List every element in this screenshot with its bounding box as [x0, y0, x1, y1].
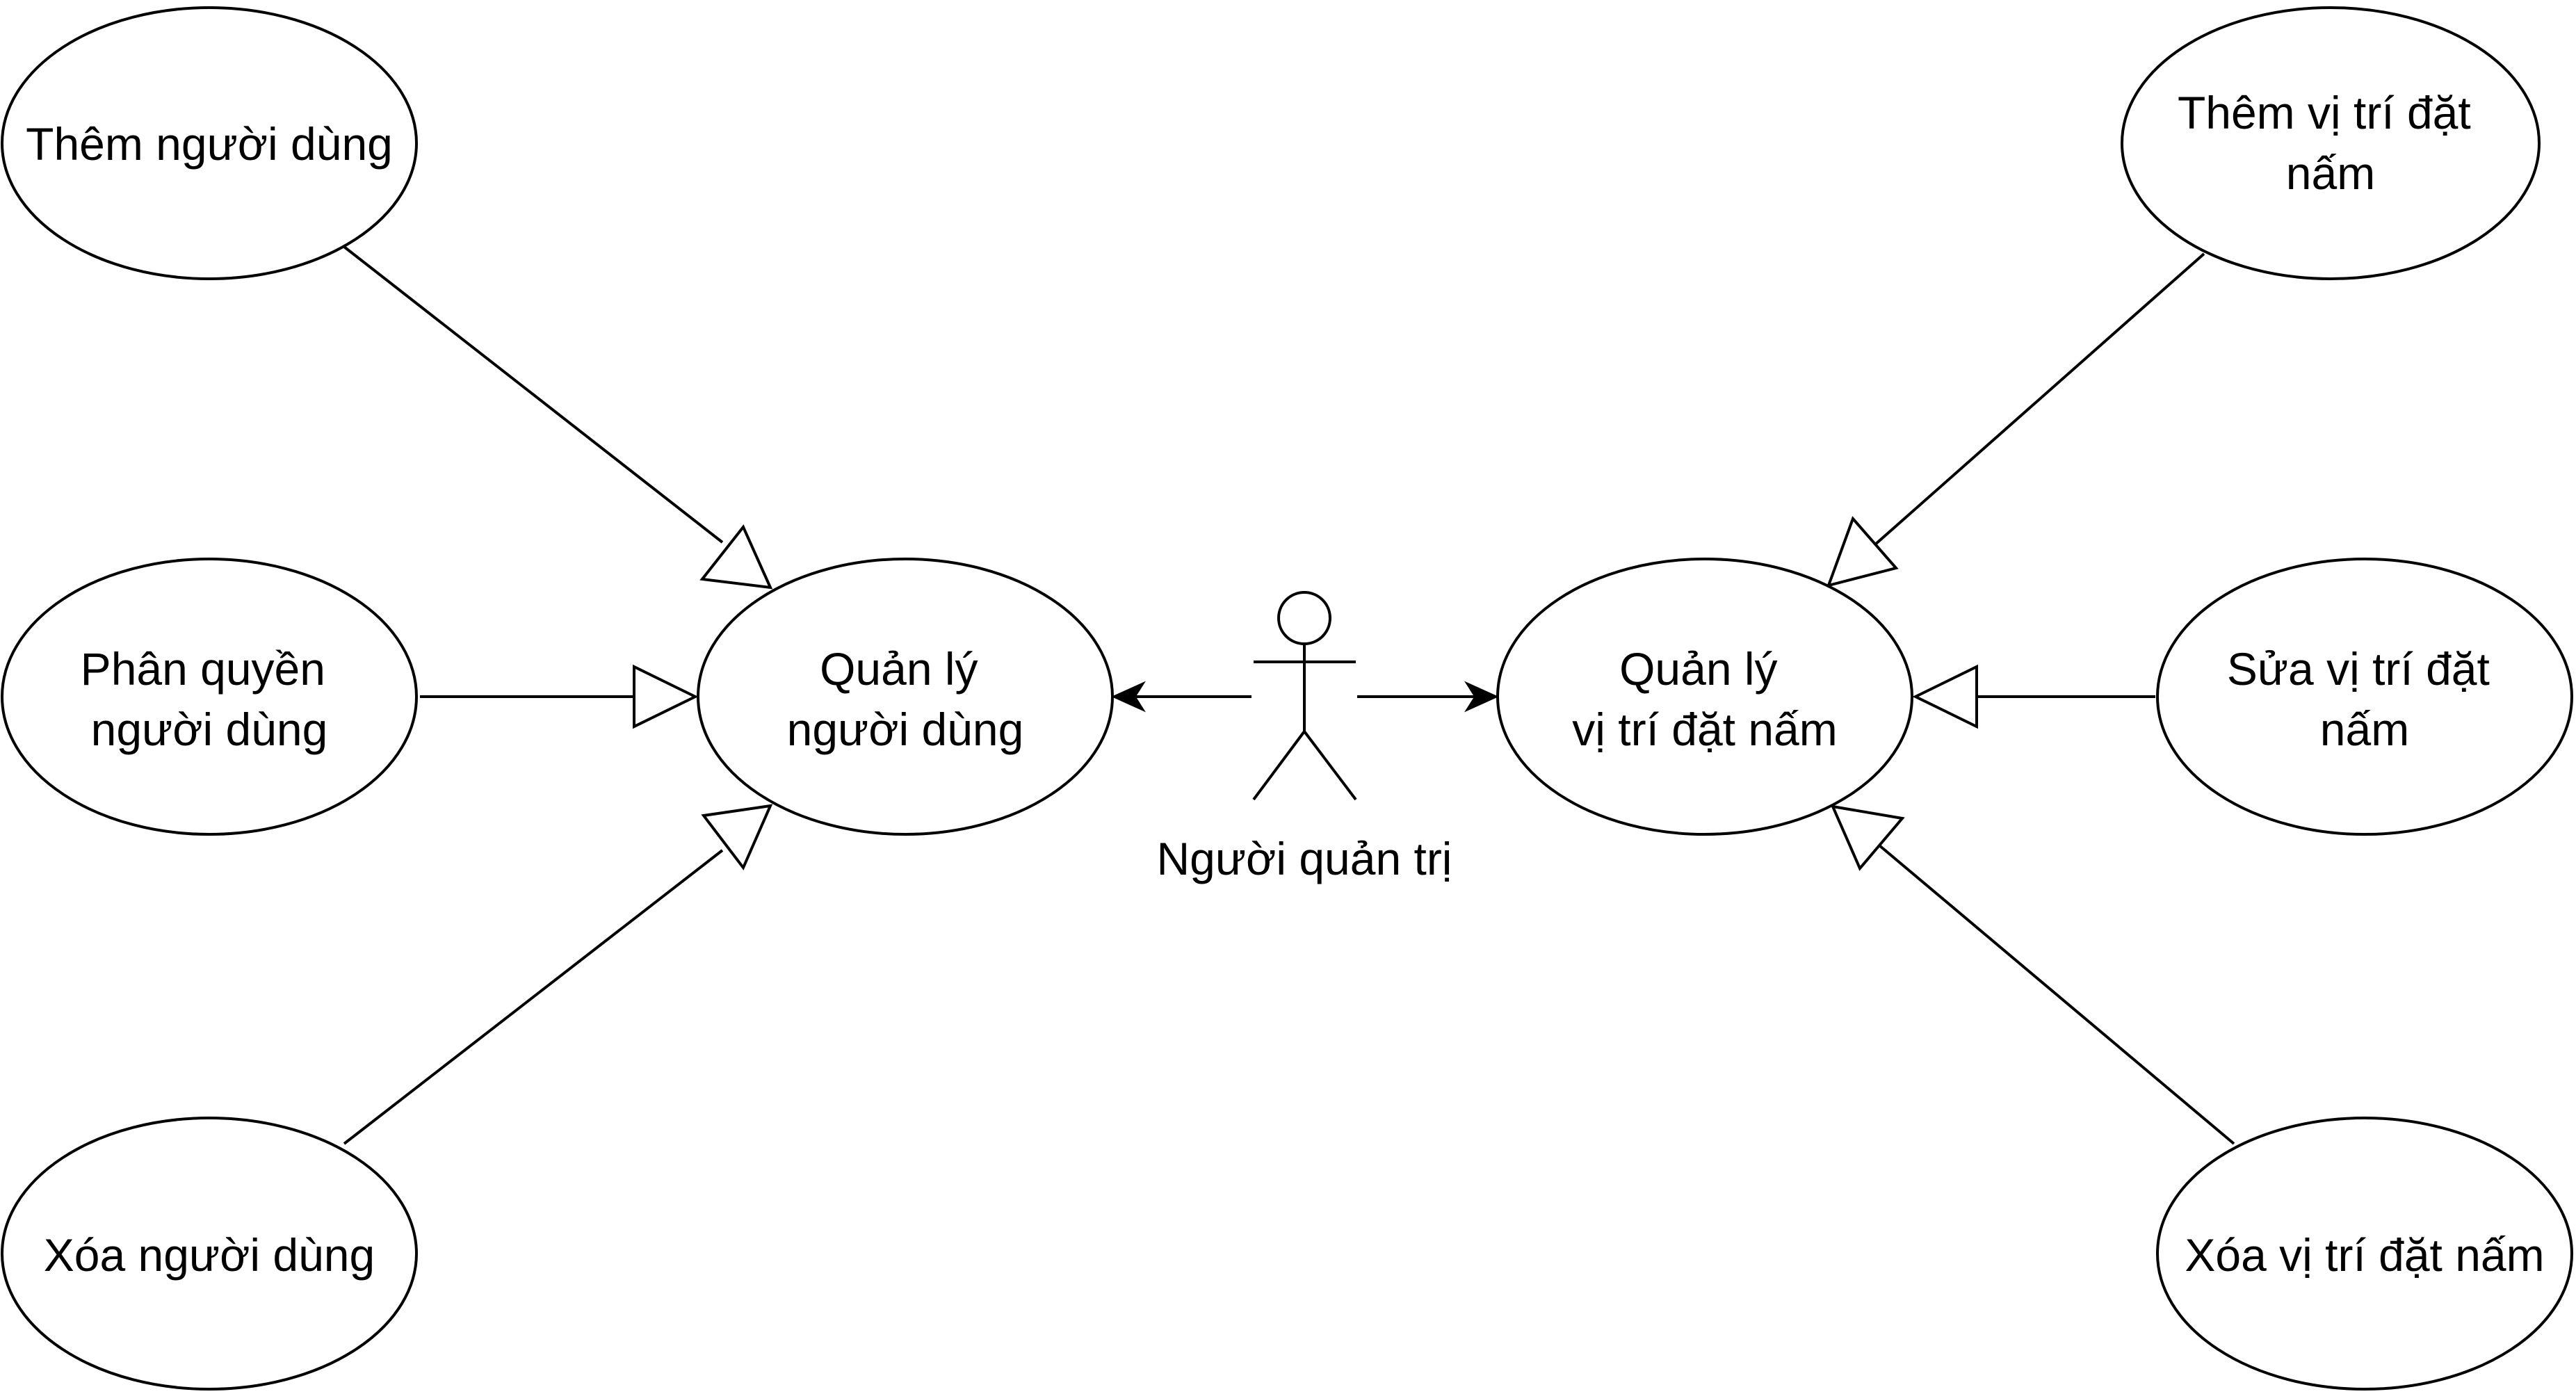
use-case-assign-roles[interactable]: Phân quyền người dùng: [1, 558, 418, 836]
use-case-manage-locations[interactable]: Quản lý vị trí đặt nấm: [1496, 558, 1913, 836]
generalization-arrow-icon: [1826, 516, 1899, 587]
svg-text:Xóa người dùng: Xóa người dùng: [44, 1229, 375, 1281]
arrow-head-icon: [1111, 681, 1146, 713]
stick-figure-icon: [1252, 591, 1357, 801]
generalization-delete-user: [343, 804, 773, 1145]
svg-text:Quản lý vị trí đặt nấm: Quản lý vị trí đặt nấm: [1572, 643, 1837, 755]
association-actor-manage-users: [1111, 681, 1251, 713]
svg-text:Phân quyền người dùng: Phân quyền người dùng: [81, 643, 339, 755]
node-label-line-2: người dùng: [91, 704, 328, 755]
svg-text:Quản lý người dùng: Quản lý người dùng: [787, 643, 1024, 755]
use-case-manage-users[interactable]: Quản lý người dùng: [697, 558, 1114, 836]
generalization-add-user: [343, 245, 773, 590]
node-label-line-1: Quản lý: [820, 643, 978, 695]
svg-text:Xóa vị trí đặt nấm: Xóa vị trí đặt nấm: [2185, 1229, 2544, 1281]
node-label-line-1: Phân quyền: [81, 643, 325, 695]
use-case-delete-user[interactable]: Xóa người dùng: [1, 1117, 418, 1391]
generalization-arrow-icon: [699, 524, 773, 590]
use-case-add-user[interactable]: Thêm người dùng: [1, 6, 418, 280]
arrow-head-icon: [1464, 681, 1499, 713]
node-label-line-2: vị trí đặt nấm: [1572, 704, 1837, 755]
actor-admin[interactable]: Người quản trị: [1157, 591, 1452, 884]
relations: [343, 245, 2235, 1145]
generalization-arrow-icon: [1912, 664, 1978, 729]
use-case-edit-location[interactable]: Sửa vị trí đặt nấm: [2156, 558, 2573, 836]
node-label-line-2: nấm: [2320, 704, 2409, 755]
svg-text:Thêm vị trí đặt nấm: Thêm vị trí đặt nấm: [2178, 87, 2484, 199]
use-case-add-location[interactable]: Thêm vị trí đặt nấm: [2121, 6, 2541, 280]
actor-label: Người quản trị: [1157, 833, 1452, 884]
generalization-edit-location: [1912, 664, 2155, 729]
node-label: Thêm người dùng: [26, 118, 393, 170]
generalization-arrow-icon: [1830, 804, 1905, 871]
generalization-arrow-icon: [633, 664, 699, 729]
node-label-line-1: Sửa vị trí đặt: [2227, 643, 2490, 695]
association-actor-manage-locations: [1357, 681, 1499, 713]
svg-text:Thêm người dùng: Thêm người dùng: [26, 118, 393, 170]
node-label: Xóa vị trí đặt nấm: [2185, 1229, 2544, 1281]
node-label-line-2: người dùng: [787, 704, 1024, 755]
generalization-add-location: [1826, 252, 2205, 587]
generalization-arrow-icon: [701, 804, 773, 870]
generalization-delete-location: [1830, 804, 2235, 1145]
node-label-line-2: nấm: [2286, 147, 2375, 199]
node-label-line-1: Thêm vị trí đặt: [2178, 87, 2471, 138]
generalization-assign-roles: [420, 664, 699, 729]
use-case-delete-location[interactable]: Xóa vị trí đặt nấm: [2156, 1117, 2573, 1391]
node-label-line-1: Quản lý: [1619, 643, 1777, 695]
svg-text:Sửa vị trí đặt nấm: Sửa vị trí đặt nấm: [2227, 643, 2502, 755]
node-label: Xóa người dùng: [44, 1229, 375, 1281]
